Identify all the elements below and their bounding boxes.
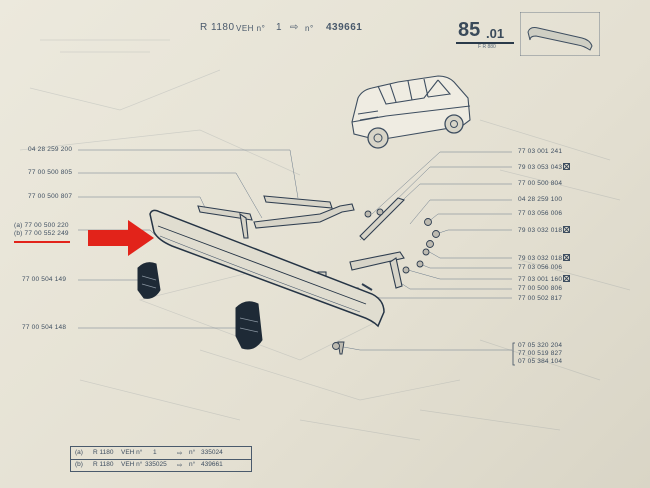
leader-line: [427, 213, 512, 223]
bolt: [376, 208, 384, 216]
nut: [422, 248, 430, 256]
bumper-crease: [157, 225, 367, 305]
part-label: 77 00 500 804: [518, 180, 563, 187]
header-range-end: 439661: [326, 22, 363, 33]
superseded-mark-icon: [563, 275, 571, 282]
part-label: 77 03 056 006: [518, 264, 563, 271]
header-veh: VEH n°: [236, 24, 266, 33]
part-label: 79 03 053 043: [518, 163, 571, 171]
part-label: 77 03 001 241: [518, 148, 563, 155]
leader-line: [435, 229, 512, 235]
support-arm-lower: [349, 251, 405, 271]
leader-line: [425, 249, 512, 259]
support-strut: [389, 257, 403, 289]
part-label: 07 05 320 204: [518, 342, 563, 349]
overrider-left: [137, 262, 161, 299]
support-arm: [359, 197, 406, 241]
nut: [402, 266, 410, 274]
variant-row-b: (b) R 1180 VEH n° 335025 ⇨ n° 439661: [75, 461, 223, 469]
page-suffix: .01: [486, 26, 505, 41]
nut: [426, 240, 434, 248]
part-label: 04 28 259 100: [518, 196, 563, 203]
part-label: 77 00 500 806: [518, 285, 563, 292]
page-number: 85: [458, 19, 481, 41]
bracket-top: [263, 195, 333, 209]
leader-line: [407, 269, 512, 280]
part-label: 79 03 032 018: [518, 254, 571, 262]
variant-table: (a) R 1180 VEH n° 1 ⇨ n° 335024 (b) R 11…: [70, 446, 252, 472]
header-range-arrow: ⇨: [290, 22, 299, 33]
header-range-no: n°: [305, 24, 314, 33]
bracket-inner: [197, 205, 253, 221]
group-bracket-icon: [512, 342, 515, 366]
leader-line: [359, 291, 512, 299]
page-code: F R 880: [478, 44, 496, 50]
bracket-outer: [253, 203, 355, 229]
part-label: (a) 77 00 500 220: [14, 222, 69, 229]
leader-line: [371, 151, 512, 215]
superseded-mark-icon: [563, 254, 571, 261]
car-illustration: [351, 75, 471, 149]
part-label: 79 03 032 018: [518, 226, 571, 234]
bumper-highlight: [159, 235, 361, 313]
part-label: 77 00 504 149: [22, 276, 67, 283]
leader-line: [78, 149, 299, 199]
nut: [424, 218, 432, 226]
header-model: R 1180: [200, 22, 235, 33]
part-label: 77 00 502 817: [518, 295, 563, 302]
nut: [416, 260, 424, 268]
part-label: 77 03 001 160: [518, 275, 571, 283]
front-bumper-bar: [149, 209, 385, 328]
bumper-thumbnail-icon: [520, 12, 600, 56]
part-label: 77 00 500 805: [28, 169, 73, 176]
part-label: 04 28 259 200: [28, 146, 73, 153]
part-label: 77 00 504 148: [22, 324, 67, 331]
part-label: 07 05 384 104: [518, 358, 563, 365]
leader-line: [78, 196, 209, 215]
overrider-right: [235, 301, 263, 350]
leader-line: [78, 172, 263, 219]
superseded-mark-icon: [563, 163, 571, 170]
header-range-start: 1: [276, 22, 283, 33]
bracket-leg: [239, 212, 249, 239]
leader-line: [409, 199, 512, 225]
bolt-shaft: [361, 283, 373, 291]
part-label: (b) 77 00 552 249: [14, 230, 69, 237]
part-label: 77 00 500 807: [28, 193, 73, 200]
part-label: 77 03 056 006: [518, 210, 563, 217]
superseded-mark-icon: [563, 226, 571, 233]
red-arrow-icon: [88, 220, 154, 256]
variant-row-a: (a) R 1180 VEH n° 1 ⇨ n° 335024: [71, 447, 251, 460]
part-label: 77 00 519 827: [518, 350, 563, 357]
leader-line: [419, 263, 512, 269]
leader-line: [337, 345, 512, 351]
screw-head: [332, 342, 340, 350]
nut: [432, 230, 440, 238]
red-underline: [14, 241, 70, 243]
leader-line: [395, 279, 512, 290]
leader-line: [383, 166, 512, 213]
bolt: [364, 210, 372, 218]
page-rule: [456, 42, 514, 44]
